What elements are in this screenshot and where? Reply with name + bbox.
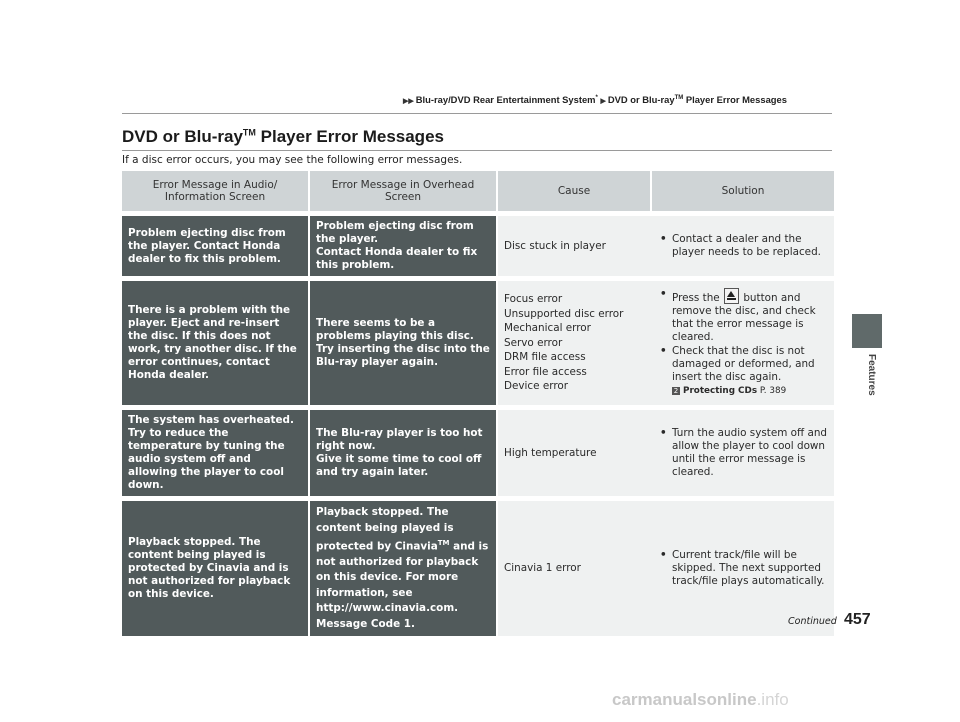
error-solution: •Contact a dealer and the player needs t… xyxy=(652,216,834,276)
audio-error-message: The system has overheated. Try to reduce… xyxy=(122,410,310,496)
eject-icon xyxy=(724,288,740,304)
table-row: There is a problem with the player. Ejec… xyxy=(122,281,834,405)
double-arrow-icon: ▶▶ xyxy=(403,98,414,105)
table-header-row: Error Message in Audio/ Information Scre… xyxy=(122,171,834,211)
reference-icon: 2 xyxy=(672,387,680,395)
error-solution: •Press the button and remove the disc, a… xyxy=(652,281,834,405)
audio-error-message: Playback stopped. The content being play… xyxy=(122,501,310,637)
table-row: Problem ejecting disc from the player. C… xyxy=(122,216,834,276)
overhead-error-message: The Blu-ray player is too hot right now.… xyxy=(310,410,498,496)
breadcrumb: ▶▶Blu-ray/DVD Rear Entertainment System*… xyxy=(403,94,787,105)
header-cause: Cause xyxy=(498,171,652,211)
audio-error-message: Problem ejecting disc from the player. C… xyxy=(122,216,310,276)
header-divider xyxy=(122,113,832,114)
error-messages-table: Error Message in Audio/ Information Scre… xyxy=(122,166,834,641)
chapter-tab-label: Features xyxy=(866,354,877,396)
error-solution: •Current track/file will be skipped. The… xyxy=(652,501,834,637)
page-number: 457 xyxy=(844,611,871,628)
watermark-logo: carmanualsonline.info xyxy=(612,690,789,709)
chapter-tab-marker xyxy=(852,314,882,348)
overhead-error-message: There seems to be a problems playing thi… xyxy=(310,281,498,405)
breadcrumb-item-1-mark: * xyxy=(595,94,598,101)
breadcrumb-item-1[interactable]: Blu-ray/DVD Rear Entertainment System xyxy=(415,94,596,105)
header-overhead-screen: Error Message in Overhead Screen xyxy=(310,171,498,211)
audio-error-message: There is a problem with the player. Ejec… xyxy=(122,281,310,405)
overhead-error-message: Problem ejecting disc from the player. C… xyxy=(310,216,498,276)
continued-label: Continued xyxy=(788,616,837,627)
breadcrumb-item-2[interactable]: DVD or Blu-rayTM Player Error Messages xyxy=(607,94,787,105)
arrow-icon: ▶ xyxy=(600,98,606,105)
header-solution: Solution xyxy=(652,171,834,211)
table-row: The system has overheated. Try to reduce… xyxy=(122,410,834,496)
overhead-error-message: Playback stopped. The content being play… xyxy=(310,501,498,637)
page-title: DVD or Blu-rayTM Player Error Messages xyxy=(122,127,444,146)
error-cause: High temperature xyxy=(498,410,652,496)
header-audio-screen: Error Message in Audio/ Information Scre… xyxy=(122,171,310,211)
title-divider xyxy=(122,150,832,151)
intro-text: If a disc error occurs, you may see the … xyxy=(122,154,463,166)
error-cause: Cinavia 1 error xyxy=(498,501,652,637)
error-cause: Disc stuck in player xyxy=(498,216,652,276)
error-solution: •Turn the audio system off and allow the… xyxy=(652,410,834,496)
table-row: Playback stopped. The content being play… xyxy=(122,501,834,637)
error-cause: Focus error Unsupported disc error Mecha… xyxy=(498,281,652,405)
